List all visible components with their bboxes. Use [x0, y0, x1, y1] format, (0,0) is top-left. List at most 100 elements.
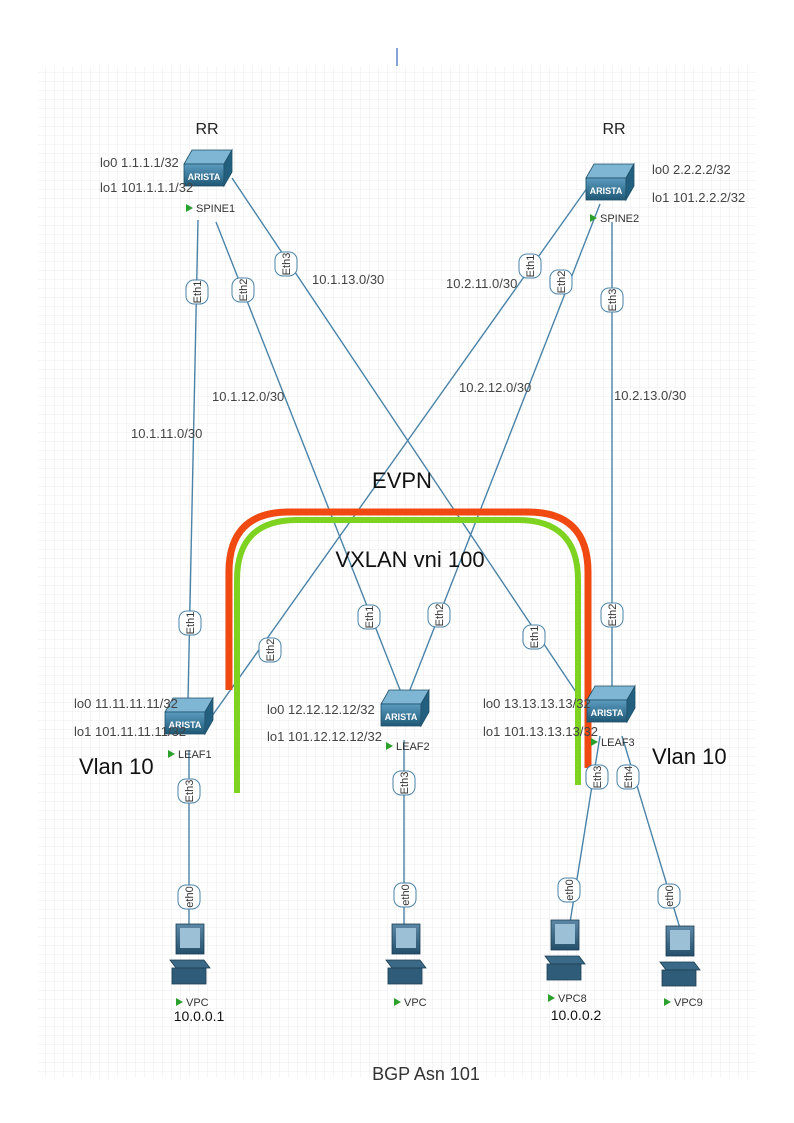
port-label: Eth1	[529, 626, 541, 649]
running-icon	[590, 214, 597, 222]
device-name-labels: SPINE1 SPINE2 LEAF1 LEAF2 LEAF3 VPC VPC …	[168, 203, 703, 1009]
port-badge: eth0	[393, 882, 417, 908]
spine1-role: RR	[195, 121, 218, 138]
leaf2-name: LEAF2	[396, 741, 430, 753]
port-badge: Eth1	[518, 253, 542, 279]
port-badge: Eth3	[177, 778, 201, 804]
port-badge: eth0	[177, 884, 201, 910]
vxlan-arc	[234, 517, 581, 793]
port-badge: Eth2	[258, 637, 282, 663]
port-label: eth0	[664, 885, 676, 906]
port-label: eth0	[184, 886, 196, 907]
vlan-left-label: Vlan 10	[79, 754, 154, 779]
subnet-spine2-leaf3: 10.2.13.0/30	[614, 388, 686, 403]
leaf2-lo1: lo1 101.12.12.12/32	[267, 729, 382, 744]
pc-icon-vpc1[interactable]	[169, 923, 211, 985]
spine2-lo1: lo1 101.2.2.2/32	[652, 190, 745, 205]
vpc1-ip: 10.0.0.1	[174, 1008, 225, 1024]
brand-label: ARISTA	[591, 708, 624, 718]
port-label: Eth2	[238, 279, 250, 302]
spine2-role: RR	[602, 121, 625, 138]
subnet-spine1-leaf1: 10.1.11.0/30	[131, 426, 202, 441]
leaf1-lo1: lo1 101.11.11.11/32	[74, 724, 186, 739]
port-badge: Eth2	[231, 277, 255, 303]
brand-label: ARISTA	[385, 712, 418, 722]
port-label: eth0	[400, 884, 412, 905]
spine1-lo1: lo1 101.1.1.1/32	[100, 180, 193, 195]
running-icon	[176, 998, 183, 1006]
brand-label: ARISTA	[590, 186, 623, 196]
switch-icon-spine1[interactable]: ARISTA	[183, 148, 233, 188]
port-label: Eth2	[434, 604, 446, 627]
pc-icon-vpc9[interactable]	[659, 925, 701, 987]
spine1-lo0: lo0 1.1.1.1/32	[100, 155, 179, 170]
port-label: Eth3	[281, 253, 293, 276]
port-label: Eth3	[399, 772, 411, 795]
port-badge: eth0	[557, 877, 581, 903]
port-label: Eth3	[184, 780, 196, 803]
port-badge: Eth1	[522, 624, 546, 650]
vpc8-name: VPC8	[558, 993, 587, 1005]
pc-icon-vpc8[interactable]	[544, 919, 586, 981]
switch-icon-leaf1[interactable]: ARISTA	[164, 696, 214, 736]
brand-label: ARISTA	[188, 172, 221, 182]
port-badge: Eth2	[600, 602, 624, 628]
port-badge: Eth3	[600, 287, 624, 313]
switch-icon-spine2[interactable]: ARISTA	[585, 162, 635, 202]
spine2-name: SPINE2	[600, 213, 639, 225]
evpn-arc	[225, 508, 592, 768]
spine2-lo0: lo0 2.2.2.2/32	[652, 162, 731, 177]
vpc2-name: VPC	[404, 997, 427, 1009]
switch-icon-leaf2[interactable]: ARISTA	[380, 688, 430, 728]
running-icon	[394, 998, 401, 1006]
port-label: Eth4	[623, 766, 635, 789]
port-label: Eth3	[592, 766, 604, 789]
port-badge: eth0	[657, 883, 681, 909]
subnet-spine1-leaf2: 10.1.12.0/30	[212, 389, 284, 404]
switch-icon-leaf3[interactable]: ARISTA	[586, 684, 636, 724]
vxlan-label: VXLAN vni 100	[335, 547, 484, 572]
leaf3-name: LEAF3	[601, 737, 635, 749]
port-badge: Eth1	[185, 279, 209, 305]
evpn-label: EVPN	[372, 468, 432, 493]
vpc9-name: VPC9	[674, 997, 703, 1009]
brand-label: ARISTA	[169, 720, 202, 730]
port-label: Eth1	[525, 255, 537, 278]
leaf1-name: LEAF1	[178, 749, 212, 761]
port-badge: Eth3	[585, 764, 609, 790]
port-badge: Eth3	[274, 251, 298, 277]
leaf2-lo0: lo0 12.12.12.12/32	[267, 702, 375, 717]
port-badge: Eth2	[427, 602, 451, 628]
vlan-right-label: Vlan 10	[652, 744, 727, 769]
subnet-spine1-leaf3: 10.1.13.0/30	[312, 272, 384, 287]
port-label: Eth1	[192, 281, 204, 304]
running-icon	[386, 742, 393, 750]
port-label: Eth3	[607, 289, 619, 312]
leaf1-lo0: lo0 11.11.11.11/32	[74, 696, 178, 711]
vpc1-name: VPC	[186, 997, 209, 1009]
pc-icon-vpc2[interactable]	[385, 923, 427, 985]
spine1-name: SPINE1	[196, 203, 235, 215]
running-icon	[186, 204, 193, 212]
leaf3-lo1: lo1 101.13.13.13/32	[483, 724, 598, 739]
port-badge: Eth4	[616, 764, 640, 790]
port-label: Eth2	[265, 639, 277, 662]
subnet-spine2-leaf1: 10.2.11.0/30	[446, 276, 517, 291]
port-badge: Eth3	[392, 770, 416, 796]
port-label: Eth2	[607, 604, 619, 627]
running-icon	[168, 750, 175, 758]
running-icon	[664, 998, 671, 1006]
running-icon	[591, 738, 598, 746]
running-icon	[548, 994, 555, 1002]
port-badges: Eth1 Eth2 Eth3 Eth1 Eth2 Eth3 Eth1 Eth2 …	[177, 251, 681, 910]
port-label: Eth2	[556, 271, 568, 294]
port-label: Eth1	[185, 612, 197, 635]
subnet-spine2-leaf2: 10.2.12.0/30	[459, 380, 531, 395]
bgp-asn-label: BGP Asn 101	[372, 1064, 480, 1084]
port-badge: Eth1	[178, 610, 202, 636]
port-label: Eth1	[364, 606, 376, 629]
canvas-grid	[38, 66, 756, 1078]
leaf3-lo0: lo0 13.13.13.13/32	[483, 696, 591, 711]
port-label: eth0	[564, 879, 576, 900]
